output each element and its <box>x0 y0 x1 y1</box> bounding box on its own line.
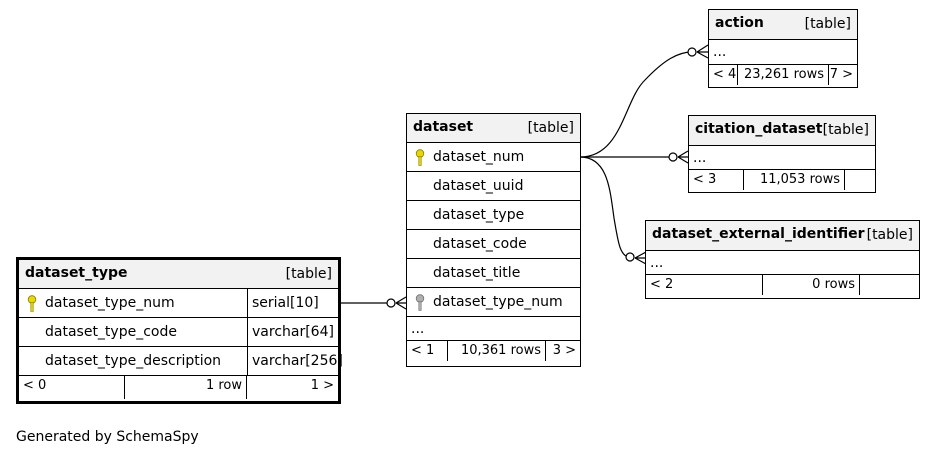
table-kind: [table] <box>527 120 574 136</box>
more-columns: ... <box>411 321 425 337</box>
table-name: action <box>715 15 764 31</box>
optional-marker <box>687 47 697 57</box>
table-kind: [table] <box>804 16 851 32</box>
children-count <box>859 275 919 295</box>
column-name: dataset_title <box>433 265 521 281</box>
column-row[interactable]: dataset_num <box>407 143 580 172</box>
edge-dataset-to-action <box>579 51 693 158</box>
edge-dataset-to-external <box>579 156 630 258</box>
column-row[interactable]: dataset_type_num serial[10] <box>19 289 338 318</box>
crows-foot-marker <box>677 150 689 164</box>
optional-marker <box>625 252 635 262</box>
column-name: dataset_type_num <box>45 295 175 311</box>
optional-marker <box>668 152 678 162</box>
row-count: 23,261 rows <box>737 65 828 85</box>
table-kind: [table] <box>285 266 332 282</box>
table-footer: < 1 10,361 rows 3 > <box>407 341 580 361</box>
more-columns: ... <box>650 255 664 271</box>
parents-count: < 3 <box>693 172 717 187</box>
parents-count: < 1 <box>411 343 435 358</box>
more-columns-row[interactable]: ... <box>709 40 857 65</box>
more-columns-row[interactable]: ... <box>646 251 919 275</box>
column-row[interactable]: dataset_type <box>407 201 580 230</box>
crows-foot-marker <box>634 251 647 265</box>
column-type: varchar[64] <box>247 318 338 346</box>
table-kind: [table] <box>822 122 869 138</box>
row-count: 1 row <box>124 376 246 399</box>
key-icon <box>415 149 425 166</box>
table-name: dataset <box>413 119 474 135</box>
table-dataset-type[interactable]: dataset_type [table] dataset_type_num se… <box>16 257 343 404</box>
column-row[interactable]: dataset_type_description varchar[256] <box>19 347 343 376</box>
children-count: 7 > <box>828 65 857 85</box>
table-name: dataset_external_identifier <box>652 226 865 242</box>
parents-count: < 2 <box>650 277 674 292</box>
generated-by-note: Generated by SchemaSpy <box>16 429 199 445</box>
column-row[interactable]: dataset_code <box>407 230 580 259</box>
column-type: varchar[256] <box>247 347 343 375</box>
table-action[interactable]: action [table] ... < 4 23,261 rows 7 > <box>708 9 858 88</box>
more-columns: ... <box>693 150 707 166</box>
column-name: dataset_type <box>433 207 525 223</box>
optional-marker <box>386 298 396 308</box>
table-footer: < 4 23,261 rows 7 > <box>709 65 857 85</box>
table-footer: < 2 0 rows <box>646 275 919 295</box>
column-row[interactable]: dataset_uuid <box>407 172 580 201</box>
row-count: 0 rows <box>762 275 859 295</box>
column-name: dataset_code <box>433 236 527 252</box>
table-dataset[interactable]: dataset [table] dataset_num dataset_uuid… <box>406 113 581 367</box>
table-header: dataset [table] <box>407 114 580 143</box>
table-header: action [table] <box>709 10 857 40</box>
parents-count: < 0 <box>23 378 47 393</box>
table-header: citation_dataset [table] <box>689 116 875 146</box>
table-footer: < 3 11,053 rows <box>689 170 875 190</box>
column-name: dataset_num <box>433 149 525 165</box>
column-name: dataset_uuid <box>433 178 524 194</box>
table-header: dataset_external_identifier [table] <box>646 221 919 251</box>
table-name: dataset_type <box>25 265 128 281</box>
column-type: serial[10] <box>247 289 338 317</box>
table-footer: < 0 1 row 1 > <box>19 376 338 399</box>
table-name: citation_dataset <box>695 121 823 137</box>
children-count: 1 > <box>246 376 338 399</box>
row-count: 10,361 rows <box>447 341 545 361</box>
more-columns: ... <box>713 44 727 60</box>
column-row[interactable]: dataset_title <box>407 259 580 288</box>
column-name: dataset_type_num <box>433 294 563 310</box>
column-row[interactable]: dataset_type_num <box>407 288 580 317</box>
table-dataset-external-identifier[interactable]: dataset_external_identifier [table] ... … <box>645 220 920 299</box>
key-icon <box>415 294 425 311</box>
children-count <box>844 170 875 190</box>
table-citation-dataset[interactable]: citation_dataset [table] ... < 3 11,053 … <box>688 115 876 193</box>
key-icon <box>27 295 37 312</box>
children-count: 3 > <box>545 341 580 361</box>
table-header: dataset_type [table] <box>19 260 338 289</box>
column-row[interactable]: dataset_type_code varchar[64] <box>19 318 338 347</box>
crows-foot-marker <box>696 44 709 59</box>
parents-count: < 4 <box>713 67 737 82</box>
more-columns-row[interactable]: ... <box>689 146 875 170</box>
table-kind: [table] <box>866 227 913 243</box>
crows-foot-marker <box>395 296 407 310</box>
more-columns-row[interactable]: ... <box>407 317 580 341</box>
column-name: dataset_type_description <box>45 353 222 369</box>
row-count: 11,053 rows <box>743 170 844 190</box>
column-name: dataset_type_code <box>45 324 177 340</box>
